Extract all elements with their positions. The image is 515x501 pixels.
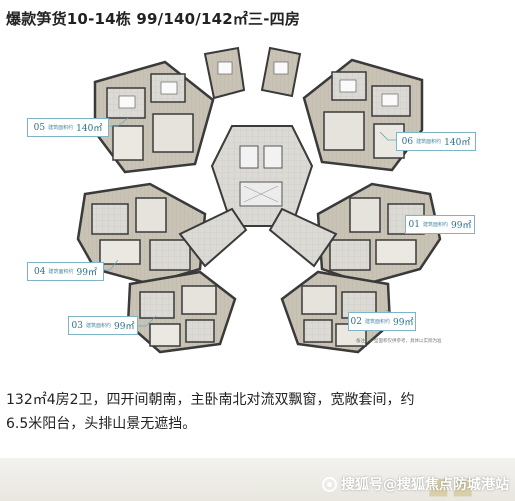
floor-plan-image: 05 建筑面积约 140㎡ 06 建筑面积约 140㎡ 01 建筑面积约 99㎡…: [0, 34, 515, 364]
unit-caption: 建筑面积约: [416, 139, 442, 145]
unit-04-label: 04 建筑面积约 99㎡: [27, 262, 104, 281]
floor-plan-footnote: 备注：户型面积仅供参考，具体以实际为准: [356, 339, 442, 344]
unit-05-label: 05 建筑面积约 140㎡: [27, 118, 109, 137]
unit-01-plan: [316, 182, 442, 286]
unit-area: 99㎡: [451, 221, 472, 231]
unit-01-label: 01 建筑面积约 99㎡: [405, 215, 475, 234]
description: 132㎡4房2卫，四开间朝南，主卧南北对流双飘窗，宽敞套间，约 6.5米阳台，头…: [6, 388, 506, 436]
unit-area: 99㎡: [393, 318, 414, 328]
unit-caption: 建筑面积约: [364, 319, 390, 325]
unit-code: 02: [350, 316, 362, 327]
unit-05-annex: [203, 46, 246, 100]
central-core: [210, 125, 314, 227]
unit-05-plan: [93, 60, 215, 174]
unit-code: 05: [33, 122, 46, 133]
unit-code: 03: [71, 320, 83, 331]
floor-plan-drawing: [76, 46, 474, 354]
unit-06-label: 06 建筑面积约 140㎡: [396, 132, 476, 151]
unit-code: 06: [401, 136, 414, 147]
unit-02-plan: [280, 270, 392, 354]
decorative-graphic: ▪▪: [426, 464, 475, 501]
unit-06-plan: [302, 58, 424, 172]
unit-caption: 建筑面积约: [422, 222, 448, 228]
unit-caption: 建筑面积约: [85, 323, 111, 329]
page-title: 爆款笋货10-14栋 99/140/142㎡三-四房: [6, 10, 301, 28]
unit-caption: 建筑面积约: [48, 269, 74, 275]
sohu-logo-icon: [322, 476, 337, 492]
unit-03-label: 03 建筑面积约 99㎡: [68, 316, 138, 335]
unit-06-annex: [260, 46, 302, 98]
unit-03-plan: [126, 270, 237, 354]
watermark-text: 搜狐号@搜狐焦点防城港站: [341, 477, 509, 493]
unit-area: 140㎡: [444, 138, 471, 148]
watermark: 搜狐号@搜狐焦点防城港站: [322, 474, 509, 494]
unit-code: 01: [408, 219, 420, 230]
unit-area: 140㎡: [76, 124, 103, 134]
unit-02-label: 02 建筑面积约 99㎡: [348, 312, 416, 331]
bottom-image-strip: ▪▪ 搜狐号@搜狐焦点防城港站: [0, 458, 515, 501]
unit-area: 99㎡: [76, 268, 97, 278]
unit-caption: 建筑面积约: [48, 125, 74, 131]
unit-code: 04: [34, 266, 46, 277]
left-connector: [178, 207, 248, 268]
description-line-1: 132㎡4房2卫，四开间朝南，主卧南北对流双飘窗，宽敞套间，约: [6, 392, 415, 408]
description-line-2: 6.5米阳台，头排山景无遮挡。: [6, 416, 197, 432]
right-connector: [268, 207, 338, 268]
unit-area: 99㎡: [114, 322, 135, 332]
